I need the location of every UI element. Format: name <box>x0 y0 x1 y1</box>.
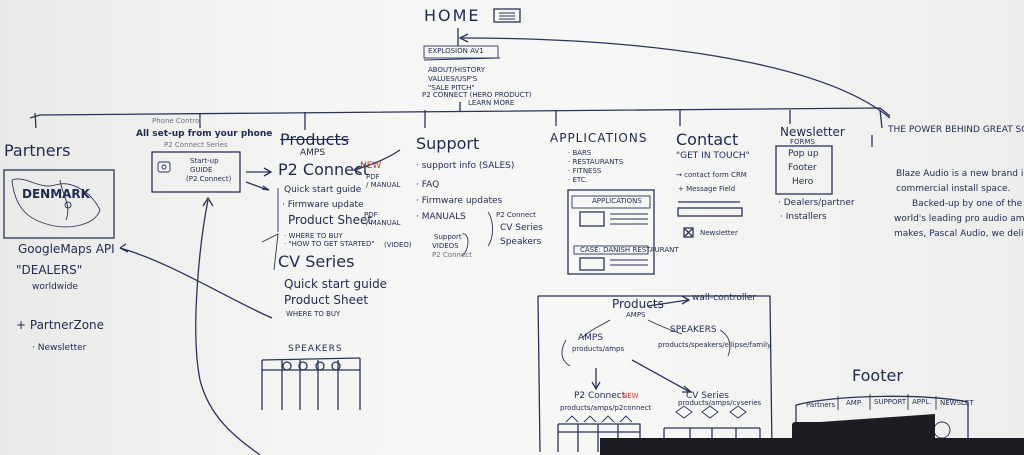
diagram-speakers-path: products/speakers/ellipse/family <box>658 342 771 349</box>
support-item-2: · FAQ <box>416 181 439 190</box>
about-line-5: makes, Pascal Audio, we delive <box>894 230 1024 239</box>
newsletter-item-3: Hero <box>792 178 813 187</box>
products-note-4: / MANUAL <box>366 220 400 227</box>
support-manual-1: P2 Connect <box>496 212 536 219</box>
phone-guide-1: Start-up <box>190 158 219 165</box>
footer-cell-support: SUPPORT <box>874 399 906 406</box>
about-line-1: Blaze Audio is a new brand i <box>896 170 1023 179</box>
products-title: Products <box>280 132 349 148</box>
products-cv-item-3: WHERE TO BUY <box>286 311 340 318</box>
newsletter-after-2: · Installers <box>780 213 827 222</box>
diagram-amps-path: products/amps <box>572 346 624 353</box>
footer-cell-amp: AMP <box>846 400 861 407</box>
products-p2-item-4: · WHERE TO BUY <box>284 233 343 240</box>
applications-item-2: · RESTAURANTS <box>568 159 623 166</box>
products-p2-item-5: · "HOW TO GET STARTED" <box>284 241 375 248</box>
products-note-2: / MANUAL <box>366 182 400 189</box>
diagram-wall-controller: wall-controller <box>692 294 756 303</box>
footer-title: Footer <box>852 368 903 384</box>
phone-guide-2: GUIDE <box>190 167 212 174</box>
footer-cell-newsletter: NEWSLET <box>940 400 974 407</box>
newsletter-forms: FORMS <box>790 139 815 146</box>
products-amps: AMPS <box>300 149 325 158</box>
products-note-3: PDF <box>364 212 378 219</box>
support-videos-2: VIDEOS <box>432 243 459 250</box>
products-cv: CV Series <box>278 254 354 270</box>
products-speakers: SPEAKERS <box>288 345 343 354</box>
home-title: HOME <box>424 8 481 24</box>
products-note-1: PDF <box>366 174 380 181</box>
footer-cell-appl: APPL. <box>912 399 931 406</box>
partners-item-5: · Newsletter <box>32 344 86 353</box>
applications-item-3: · FITNESS <box>568 168 601 175</box>
diagram-new-badge: NEW <box>622 393 639 400</box>
newsletter-title: Newsletter <box>780 126 845 138</box>
contact-title: Contact <box>676 132 738 148</box>
support-videos-3: P2 Connect <box>432 252 472 259</box>
diagram-speakers: SPEAKERS <box>670 326 717 335</box>
support-item-1: · support info (SALES) <box>416 162 514 171</box>
hero-top: EXPLOSION AV1 <box>428 48 484 55</box>
products-p2-item-2: · Firmware update <box>282 201 364 210</box>
newsletter-after-1: · Dealers/partner <box>778 199 855 208</box>
support-title: Support <box>416 136 479 152</box>
support-manual-2: CV Series <box>500 224 543 233</box>
phone-headline: All set-up from your phone <box>136 130 272 139</box>
partners-item-3: worldwide <box>32 283 78 292</box>
about-line-4: world's leading pro audio amplif <box>894 215 1024 224</box>
applications-box-header: APPLICATIONS <box>592 198 642 205</box>
products-note-5: (VIDEO) <box>384 242 412 249</box>
about-line-2: commercial install space. <box>896 185 1010 194</box>
support-videos-1: Support <box>434 234 462 241</box>
hero-line-1: ABOUT/HISTORY <box>428 67 485 74</box>
diagram-products: Products <box>612 298 664 310</box>
diagram-cv-path: products/amps/cvseries <box>678 400 761 407</box>
contact-sub: "GET IN TOUCH" <box>676 152 750 161</box>
monitor-screen <box>820 414 935 455</box>
contact-item-1: → contact form CRM <box>676 172 747 179</box>
products-cv-item-2: Product Sheet <box>284 294 368 306</box>
products-p2-item-3: Product Sheet <box>288 214 372 226</box>
applications-item-4: · ETC. <box>568 177 588 184</box>
hero-line-2: VALUES/USP'S <box>428 76 477 83</box>
phone-guide-3: (P2 Connect) <box>186 176 231 183</box>
diagram-p2-path: products/amps/p2connect <box>560 405 651 412</box>
products-p2: P2 Connect <box>278 162 369 178</box>
contact-newsletter-checkbox: Newsletter <box>700 230 738 237</box>
applications-item-1: · BARS <box>568 150 591 157</box>
diagram-amps: AMPS <box>578 334 603 343</box>
applications-title: APPLICATIONS <box>550 132 647 144</box>
monitor-top-edge <box>600 438 1024 455</box>
about-line-3: Backed-up by one of the <box>912 200 1022 209</box>
diagram-amps-sub: AMPS <box>626 312 646 319</box>
partners-item-4: + PartnerZone <box>16 319 104 331</box>
phone-series: P2 Connect Series <box>164 142 228 149</box>
hero-connect: P2 CONNECT (HERO PRODUCT) <box>422 92 532 99</box>
applications-case: CASE: DANISH RESTAURANT <box>580 247 679 254</box>
diagram-p2: P2 Connect <box>574 392 625 401</box>
support-item-3: · Firmware updates <box>416 197 502 206</box>
partners-title: Partners <box>4 143 70 159</box>
products-new-badge: NEW <box>360 162 381 171</box>
partners-map-label: DENMARK <box>22 188 90 200</box>
support-item-4: · MANUALS <box>416 213 466 222</box>
hero-learn-more: LEARN MORE <box>468 100 514 107</box>
footer-cell-partners: Partners <box>806 402 835 409</box>
newsletter-item-2: Footer <box>788 164 817 173</box>
partners-item-1: GoogleMaps API <box>18 243 115 255</box>
contact-item-2: + Message Field <box>678 186 735 193</box>
phone-title: Phone Control <box>152 118 201 125</box>
products-p2-item-1: Quick start guide <box>284 186 361 195</box>
about-title: THE POWER BEHIND GREAT SO <box>888 126 1024 135</box>
products-cv-item-1: Quick start guide <box>284 278 387 290</box>
support-manual-3: Speakers <box>500 238 541 247</box>
newsletter-item-1: Pop up <box>788 150 819 159</box>
partners-item-2: "DEALERS" <box>16 264 82 276</box>
